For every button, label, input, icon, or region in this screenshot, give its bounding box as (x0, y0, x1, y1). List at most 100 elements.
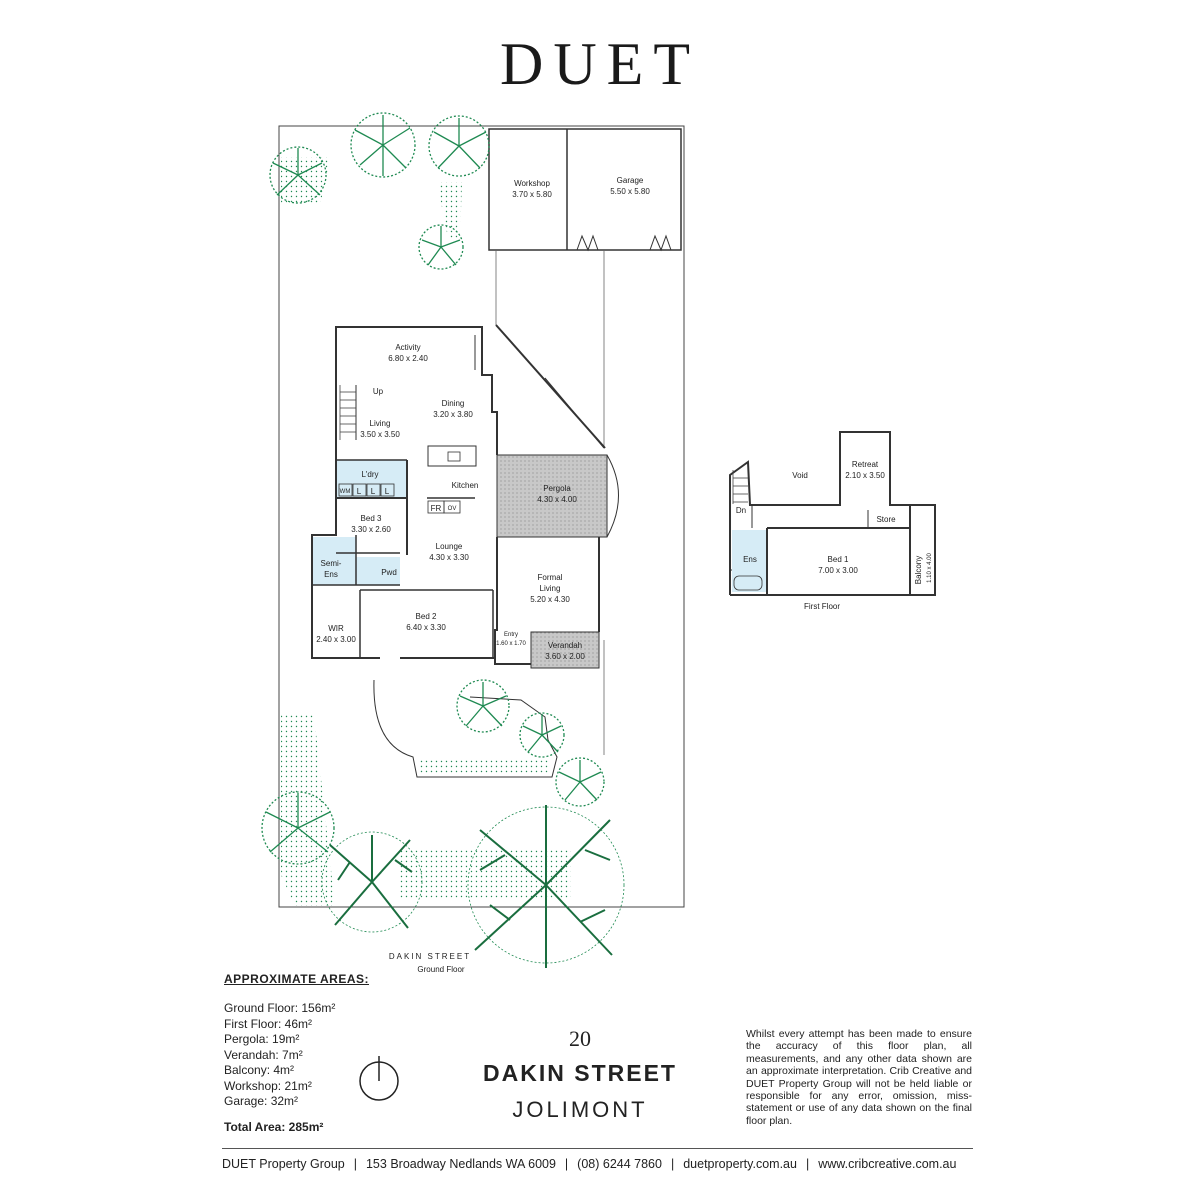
area-item: Workshop: 21m² (224, 1078, 312, 1093)
garage-name: Garage (617, 176, 644, 185)
entry-name: Entry (504, 632, 518, 638)
outbuilding (488, 128, 682, 252)
fridge-label: FR (431, 504, 442, 513)
areas-heading: APPROXIMATE AREAS: (224, 972, 370, 986)
l-label-3: L (385, 487, 390, 496)
down-label: Dn (736, 506, 746, 515)
areas-list: Ground Floor: 156m² First Floor: 46m² Pe… (224, 1001, 335, 1110)
pergola-dims: 4.30 x 4.00 (537, 495, 577, 504)
bed1-name: Bed 1 (828, 555, 849, 564)
lounge-dims: 4.30 x 3.30 (429, 553, 469, 562)
activity-dims: 6.80 x 2.40 (388, 354, 428, 363)
retreat-dims: 2.10 x 3.50 (845, 471, 885, 480)
void-label: Void (792, 471, 808, 480)
wir-name: WIR (328, 624, 344, 633)
first-floor-label: First Floor (804, 602, 840, 611)
bath-tub (733, 575, 763, 591)
address-number: 20 (569, 1026, 591, 1051)
ground-stairs (339, 385, 356, 440)
front-path (398, 848, 571, 900)
bed2-name: Bed 2 (416, 612, 437, 621)
laundry-area (336, 460, 407, 498)
verandah-dims: 3.60 x 2.00 (545, 652, 585, 661)
bed1-dims: 7.00 x 3.00 (818, 566, 858, 575)
disclaimer-text: Whilst every attempt has been made to en… (746, 1028, 972, 1127)
formal-living-name-1: Formal (538, 573, 563, 582)
street-label: DAKIN STREET (389, 952, 471, 961)
laundry-fixtures (338, 483, 461, 514)
brand-logo: DUET (500, 31, 700, 97)
living-dims: 3.50 x 3.50 (360, 430, 400, 439)
ensuite-area (732, 530, 766, 592)
wm-label: WM (340, 489, 351, 495)
bed2-dims: 6.40 x 3.30 (406, 623, 446, 632)
workshop-dims: 3.70 x 5.80 (512, 190, 552, 199)
hedge-strip (420, 758, 550, 775)
entry-dims: 1.60 x 1.70 (496, 641, 526, 647)
address-suburb: JOLIMONT (512, 1097, 648, 1122)
house-walls (311, 324, 606, 665)
oven-label: OV (448, 506, 457, 512)
powder-area (356, 557, 400, 585)
kitchen-island (427, 445, 477, 467)
large-trees (321, 805, 625, 968)
balcony-name: Balcony (914, 556, 923, 584)
footer-company: DUET Property Group (222, 1157, 345, 1171)
pergola-curve (606, 454, 619, 538)
powder-label: Pwd (381, 568, 397, 577)
footer: DUET Property Group|153 Broadway Nedland… (222, 1157, 957, 1171)
formal-living-name-2: Living (540, 584, 561, 593)
area-item: Garage: 32m² (224, 1094, 299, 1108)
area-item: Verandah: 7m² (224, 1047, 303, 1062)
lounge-name: Lounge (436, 542, 463, 551)
garage-dims: 5.50 x 5.80 (610, 187, 650, 196)
balcony-dims: 1.10 x 4.00 (927, 552, 933, 582)
garden-bed (373, 679, 558, 778)
footer-website[interactable]: duetproperty.com.au (683, 1157, 797, 1171)
up-label: Up (373, 387, 384, 396)
bed3-dims: 3.30 x 2.60 (351, 525, 391, 534)
area-item: Pergola: 19m² (224, 1032, 300, 1046)
first-floor-walls (729, 431, 936, 596)
footer-credit[interactable]: www.cribcreative.com.au (818, 1157, 957, 1171)
living-name: Living (370, 419, 391, 428)
lot-boundary (278, 125, 685, 908)
kitchen-sink (447, 451, 461, 462)
area-item: Ground Floor: 156m² (224, 1001, 336, 1015)
north-compass-icon (359, 1056, 399, 1101)
ground-floor-label: Ground Floor (417, 965, 464, 974)
footer-address: 153 Broadway Nedlands WA 6009 (365, 1157, 556, 1171)
l-label-1: L (357, 487, 362, 496)
side-path (281, 714, 335, 906)
dining-dims: 3.20 x 3.80 (433, 410, 473, 419)
ensuite-label: Ens (743, 555, 757, 564)
laundry-label: L'dry (361, 470, 378, 479)
address-street: DAKIN STREET (483, 1060, 677, 1086)
trees (261, 112, 605, 865)
verandah-name: Verandah (548, 641, 582, 650)
workshop-name: Workshop (514, 179, 550, 188)
l-label-2: L (371, 487, 376, 496)
area-item: Balcony: 4m² (224, 1063, 295, 1077)
kitchen-label: Kitchen (452, 481, 479, 490)
north-path-2 (437, 182, 462, 238)
wir-dims: 2.40 x 3.00 (316, 635, 356, 644)
bed3-name: Bed 3 (361, 514, 382, 523)
footer-divider (222, 1148, 973, 1149)
area-item: First Floor: 46m² (224, 1016, 313, 1031)
footer-phone[interactable]: (08) 6244 7860 (577, 1157, 662, 1171)
semi-ensuite-area (312, 537, 356, 585)
dining-name: Dining (442, 399, 465, 408)
driveway (495, 250, 605, 755)
first-floor-stairs (732, 470, 748, 504)
semi-ens-label-2: Ens (324, 570, 338, 579)
formal-living-dims: 5.20 x 4.30 (530, 595, 570, 604)
activity-name: Activity (395, 343, 420, 352)
pergola-name: Pergola (543, 484, 571, 493)
retreat-name: Retreat (852, 460, 879, 469)
store-label: Store (876, 515, 896, 524)
verandah-area (530, 631, 600, 669)
pergola-area (496, 454, 608, 538)
areas-total: Total Area: 285m² (224, 1120, 324, 1134)
